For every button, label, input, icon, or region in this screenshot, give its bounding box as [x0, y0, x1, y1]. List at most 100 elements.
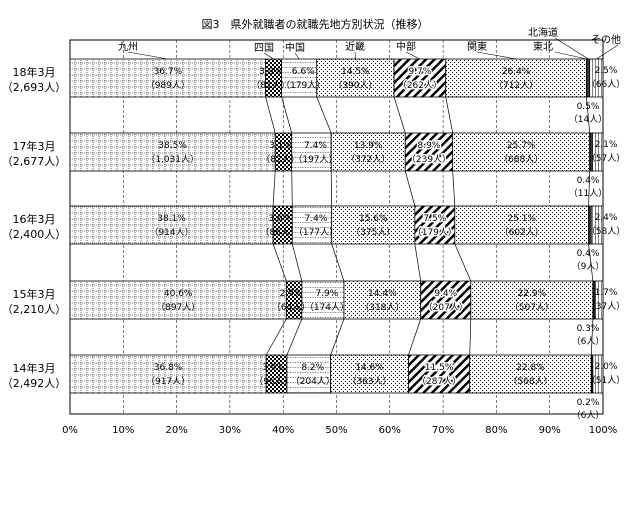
value-label-other: 2.1%	[595, 140, 618, 150]
legend-label-chubu: 中部	[396, 40, 416, 53]
count-label-kyushu: （917人）	[146, 376, 190, 387]
y-label-year: 14年3月	[13, 361, 56, 375]
x-tick-label: 90%	[539, 425, 561, 436]
count-label-chubu: （179人）	[413, 227, 457, 238]
count-label-kanto: （507人）	[510, 302, 554, 313]
x-tick-label: 0%	[62, 425, 78, 436]
value-label-other: 1.7%	[595, 288, 618, 298]
count-label-kanto: （712人）	[494, 80, 538, 91]
bar-labels: 36.7%（989人）3.0%（81人）6.6%（179人）14.5%（390人…	[146, 66, 626, 422]
legend-label-tohoku: 東北	[533, 40, 553, 53]
bar-segment-shikoku	[265, 354, 288, 394]
value-label-chubu: 9.7%	[408, 67, 431, 77]
bar-segment-chugoku	[281, 58, 318, 98]
value-label-kyushu: 38.1%	[157, 214, 186, 224]
connector-line	[590, 318, 594, 356]
value-label-other: 2.0%	[595, 362, 618, 372]
value-label-other: 2.5%	[595, 66, 618, 76]
bar-segment-shikoku	[274, 132, 293, 172]
x-tick-label: 20%	[165, 425, 187, 436]
count-label-kinki: （375人）	[351, 227, 395, 238]
bar-segment-chubu	[408, 354, 471, 394]
bar-segment-kinki	[316, 58, 395, 98]
y-axis-labels: 18年3月（2,693人）17年3月（2,677人）16年3月（2,400人）1…	[2, 65, 67, 390]
bar-segment-chugoku	[291, 132, 332, 172]
x-tick-label: 80%	[485, 425, 507, 436]
x-tick-label: 100%	[589, 425, 618, 436]
count-label-kyushu: （989人）	[146, 80, 190, 91]
connector-line	[330, 318, 345, 356]
bar-segment-chugoku	[301, 280, 345, 320]
bar-segment-kinki	[343, 280, 422, 320]
value-label-kyushu: 40.6%	[164, 289, 193, 299]
count-label-chubu: （262人）	[398, 80, 442, 91]
legend-leader-line	[294, 52, 300, 60]
count-label-chugoku: （177人）	[294, 227, 338, 238]
legend-leader-line	[554, 51, 587, 60]
connector-line	[588, 170, 591, 207]
bar-segment-kinki	[331, 205, 416, 245]
bar-segment-other	[589, 58, 604, 98]
count-label-kinki: （363人）	[347, 376, 391, 387]
value-label-hokkaido: 0.3%	[577, 324, 600, 334]
connector-line	[588, 243, 594, 282]
bar-segment-other	[592, 354, 604, 394]
connector-line	[330, 170, 333, 207]
value-label-kanto: 26.4%	[502, 67, 531, 77]
bar-segment-kyushu	[69, 354, 267, 394]
value-label-chugoku: 8.2%	[301, 363, 324, 373]
count-label-kanto: （688人）	[499, 154, 543, 165]
legend-label-shikoku: 四国	[254, 42, 274, 54]
value-label-shikoku: 3.1%	[269, 141, 292, 151]
count-label-chubu: （207人）	[424, 302, 468, 313]
value-label-kanto: 25.7%	[507, 141, 536, 151]
connector-line	[586, 96, 591, 134]
bar-segment-kyushu	[69, 280, 287, 320]
count-label-kinki: （390人）	[333, 80, 377, 91]
count-label-other: （58人）	[587, 226, 625, 237]
y-label-total: （2,492人）	[2, 377, 67, 390]
count-label-kyushu: （897人）	[156, 302, 200, 313]
legend: 九州四国中国近畿中部関東北海道東北その他	[118, 26, 621, 60]
value-label-other: 2.4%	[595, 213, 618, 223]
x-tick-label: 60%	[379, 425, 401, 436]
value-label-kinki: 14.4%	[368, 289, 397, 299]
bar-segment-kanto	[469, 354, 592, 394]
x-tick-label: 50%	[325, 425, 347, 436]
bar-segment-kyushu	[69, 205, 274, 245]
y-label-total: （2,677人）	[2, 155, 67, 168]
value-label-chugoku: 6.6%	[292, 67, 315, 77]
count-label-kyushu: （1,031人）	[146, 154, 199, 165]
legend-label-hokkaido: 北海道	[528, 26, 558, 39]
count-label-kanto: （602人）	[500, 227, 544, 238]
connector-line	[265, 96, 276, 134]
bar-segment-other	[590, 205, 604, 245]
bar-segment-kanto	[445, 58, 587, 98]
value-label-chugoku: 7.4%	[305, 214, 328, 224]
count-label-kanto: （568人）	[508, 376, 552, 387]
count-label-hokkaido: （6人）	[572, 410, 605, 421]
legend-label-kinki: 近畿	[345, 40, 365, 53]
legend-label-chugoku: 中国	[285, 41, 305, 54]
value-label-chubu: 11.5%	[425, 363, 454, 373]
bar-segment-shikoku	[272, 205, 293, 245]
count-label-shikoku: （81人）	[251, 80, 289, 91]
connector-line	[469, 318, 472, 356]
y-label-year: 17年3月	[13, 139, 56, 153]
x-axis-tick-labels: 0%10%20%30%40%50%60%70%80%90%100%	[62, 425, 617, 436]
legend-leader-line	[554, 37, 589, 60]
connector-line	[291, 170, 293, 207]
bar-segment-kinki	[330, 354, 409, 394]
connector-line	[265, 318, 287, 356]
count-label-chubu: （287人）	[417, 376, 461, 387]
y-label-year: 15年3月	[13, 287, 56, 301]
value-label-kyushu: 36.7%	[154, 67, 183, 77]
chart-title: 図3 県外就職者の就職先地方別状況（推移）	[202, 17, 429, 31]
legend-leader-line	[476, 51, 517, 60]
connector-line	[445, 96, 454, 134]
connector-line	[281, 96, 293, 134]
bar-segment-kanto	[452, 132, 591, 172]
count-label-other: （57人）	[587, 153, 625, 164]
connector-line	[408, 318, 422, 356]
connector-line	[272, 170, 276, 207]
